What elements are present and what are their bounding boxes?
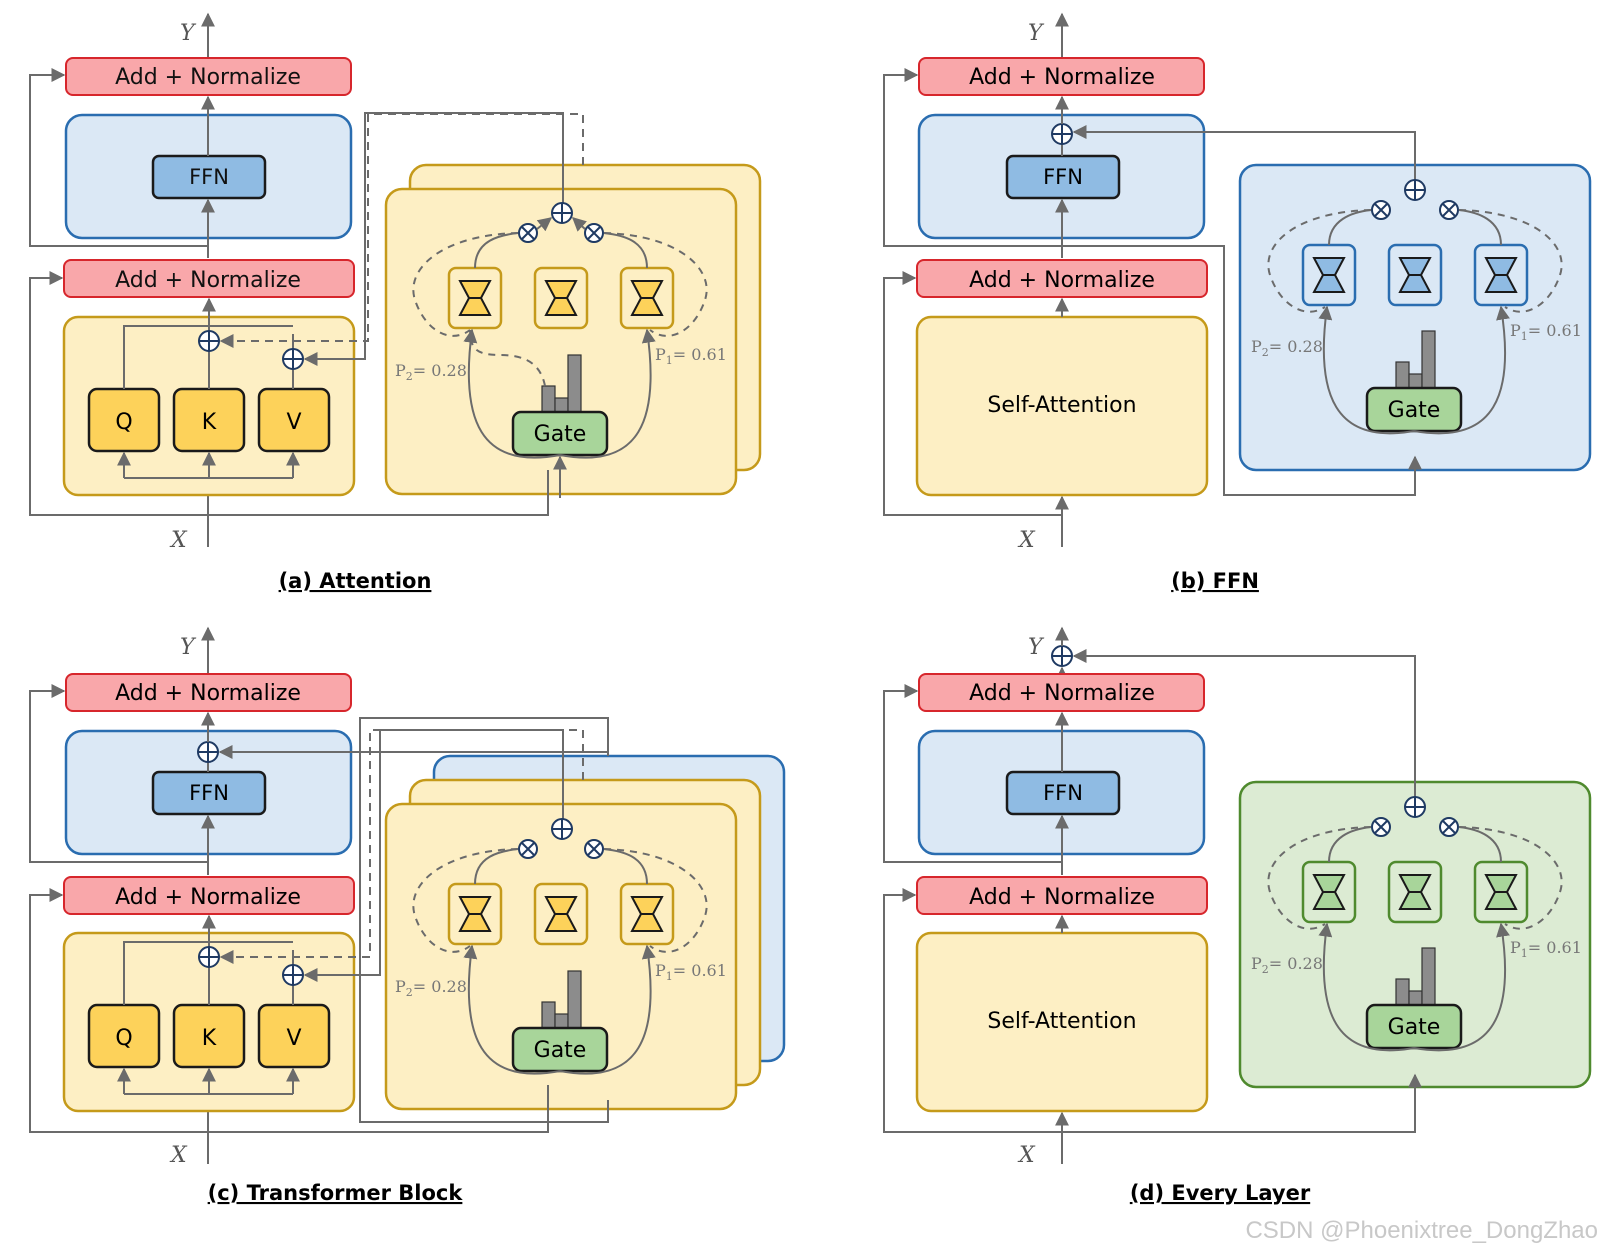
panel-attention: Y X Add + Normalize FFN Add + Normalize … — [29, 12, 762, 593]
expert-1 — [447, 266, 503, 330]
expert-stack-front — [384, 802, 738, 1111]
ffn-label: FFN — [189, 165, 229, 189]
ffn-label: FFN — [1043, 781, 1083, 805]
prob-p2: P2= 0.28 — [1251, 954, 1323, 976]
value-label: V — [286, 410, 301, 435]
caption-c: (c) Transformer Block — [208, 1181, 464, 1205]
caption-d: (d) Every Layer — [1130, 1181, 1311, 1205]
output-y-label: Y — [1028, 21, 1045, 46]
prob-p2: P2= 0.28 — [395, 361, 467, 383]
expert-2 — [533, 882, 589, 946]
expert-2 — [533, 266, 589, 330]
query-label: Q — [115, 1026, 132, 1051]
prob-p2: P2= 0.28 — [1251, 337, 1323, 359]
add-normalize-top-label: Add + Normalize — [115, 681, 301, 706]
expert-2 — [1387, 243, 1443, 307]
input-x-label: X — [1017, 528, 1036, 553]
gate-label: Gate — [534, 422, 587, 447]
add-normalize-bottom-label: Add + Normalize — [115, 885, 301, 910]
add-normalize-bottom — [916, 876, 1208, 915]
watermark: CSDN @Phoenixtree_DongZhao — [1245, 1217, 1598, 1244]
expert-1 — [447, 882, 503, 946]
expert-3 — [1473, 860, 1529, 924]
input-x-label: X — [169, 528, 188, 553]
add-normalize-bottom — [63, 876, 355, 915]
add-normalize-bottom-label: Add + Normalize — [969, 268, 1155, 293]
add-normalize-top-label: Add + Normalize — [115, 65, 301, 90]
add-normalize-bottom-label: Add + Normalize — [969, 885, 1155, 910]
panel-transformer-block: Y X Add + Normalize FFN Add + Normalize … — [29, 626, 786, 1205]
add-normalize-top — [918, 673, 1205, 712]
key-label: K — [202, 1026, 217, 1051]
output-y-label: Y — [180, 635, 197, 660]
caption-a: (a) Attention — [279, 569, 432, 593]
key-label: K — [202, 410, 217, 435]
expert-2 — [1387, 860, 1443, 924]
expert-1 — [1301, 860, 1357, 924]
input-x-label: X — [169, 1143, 188, 1168]
output-y-label: Y — [1028, 635, 1045, 660]
value-label: V — [286, 1026, 301, 1051]
caption-b: (b) FFN — [1171, 569, 1259, 593]
self-attention-label: Self-Attention — [987, 1009, 1136, 1034]
add-normalize-top-label: Add + Normalize — [969, 65, 1155, 90]
gate-label: Gate — [534, 1038, 587, 1063]
add-normalize-top — [65, 57, 352, 96]
prob-p1: P1= 0.61 — [655, 961, 727, 983]
add-normalize-bottom-label: Add + Normalize — [115, 268, 301, 293]
gate-label: Gate — [1388, 398, 1441, 423]
gate-label: Gate — [1388, 1015, 1441, 1040]
panel-ffn: Y X Add + Normalize FFN Add + Normalize … — [883, 12, 1592, 593]
ffn-label: FFN — [1043, 165, 1083, 189]
prob-p1: P1= 0.61 — [1510, 938, 1582, 960]
query-label: Q — [115, 410, 132, 435]
add-normalize-top-label: Add + Normalize — [969, 681, 1155, 706]
prob-p1: P1= 0.61 — [655, 345, 727, 367]
expert-3 — [619, 882, 675, 946]
panel-every-layer: Y X Add + Normalize FFN Add + Normalize … — [883, 626, 1592, 1205]
self-attention-label: Self-Attention — [987, 393, 1136, 418]
ffn-label: FFN — [189, 781, 229, 805]
prob-p2: P2= 0.28 — [395, 977, 467, 999]
expert-3 — [1473, 243, 1529, 307]
expert-1 — [1301, 243, 1357, 307]
expert-3 — [619, 266, 675, 330]
input-x-label: X — [1017, 1143, 1036, 1168]
output-y-label: Y — [180, 21, 197, 46]
add-normalize-top — [65, 673, 352, 712]
add-normalize-bottom — [916, 259, 1208, 298]
add-normalize-bottom — [63, 259, 355, 298]
prob-p1: P1= 0.61 — [1510, 321, 1582, 343]
add-normalize-top — [918, 57, 1205, 96]
